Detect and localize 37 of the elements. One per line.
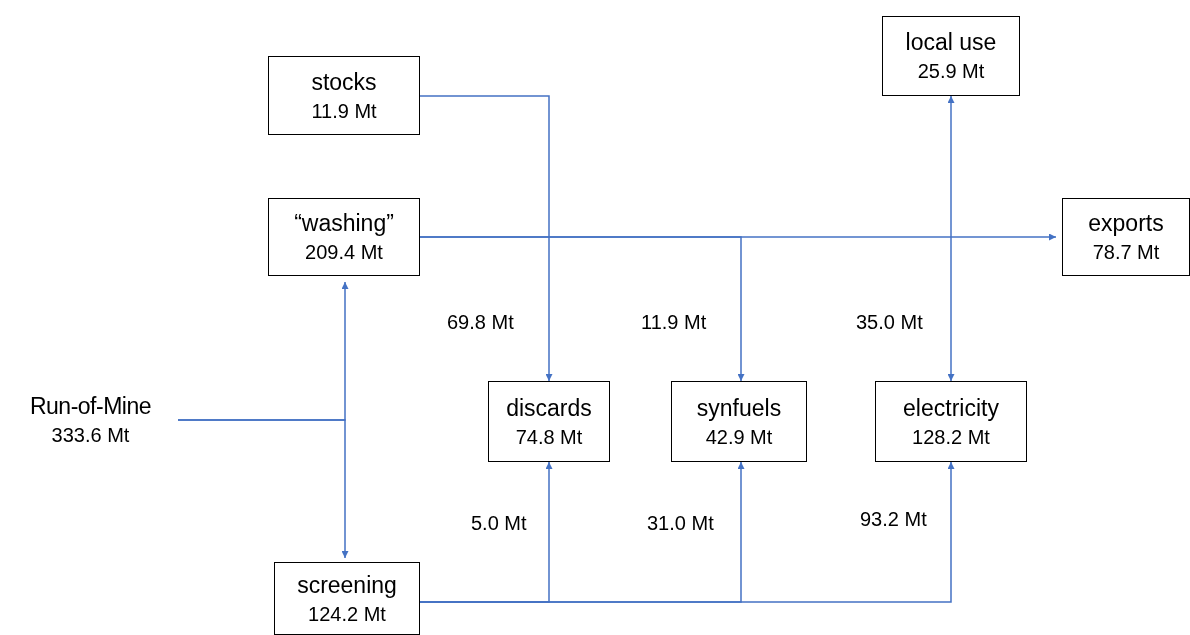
node-value: 124.2 Mt xyxy=(308,601,386,627)
edge-label: 5.0 Mt xyxy=(471,512,527,535)
process-box xyxy=(1062,198,1190,276)
arrow xyxy=(419,461,955,603)
node-value: 11.9 Mt xyxy=(311,98,377,124)
node-title: electricity xyxy=(903,393,999,423)
process-box xyxy=(488,381,610,462)
node-value: 74.8 Mt xyxy=(515,424,583,450)
process-box xyxy=(268,56,420,135)
node-title: local use xyxy=(905,28,997,57)
edge-label: 31.0 Mt xyxy=(647,512,714,535)
process-box xyxy=(875,381,1027,462)
node-value: 78.7 Mt xyxy=(1092,240,1160,265)
edge-label: 93.2 Mt xyxy=(860,508,927,531)
node-title: screening xyxy=(297,570,397,600)
process-box xyxy=(671,381,807,462)
node-title: exports xyxy=(1088,209,1164,238)
edge-label: 35.0 Mt xyxy=(856,311,923,334)
edge-label: 69.8 Mt xyxy=(447,311,514,334)
process-box xyxy=(268,198,420,276)
process-box xyxy=(882,16,1020,96)
node-value: 209.4 Mt xyxy=(305,240,383,265)
node-title: “washing” xyxy=(294,209,394,238)
node-title: synfuels xyxy=(696,393,782,423)
arrow xyxy=(177,419,349,559)
process-box xyxy=(274,562,420,635)
edge-label: 11.9 Mt xyxy=(641,311,707,334)
arrow xyxy=(419,236,745,382)
arrow xyxy=(947,95,955,382)
node-value: 42.9 Mt xyxy=(705,424,773,450)
node-value: 333.6 Mt xyxy=(51,423,130,448)
arrow xyxy=(419,95,553,382)
node-title: Run-of-Mine xyxy=(29,392,151,421)
node-title: discards xyxy=(506,393,592,423)
node-title: stocks xyxy=(311,67,377,97)
node-value: 128.2 Mt xyxy=(912,424,990,450)
node-value: 25.9 Mt xyxy=(917,59,985,84)
